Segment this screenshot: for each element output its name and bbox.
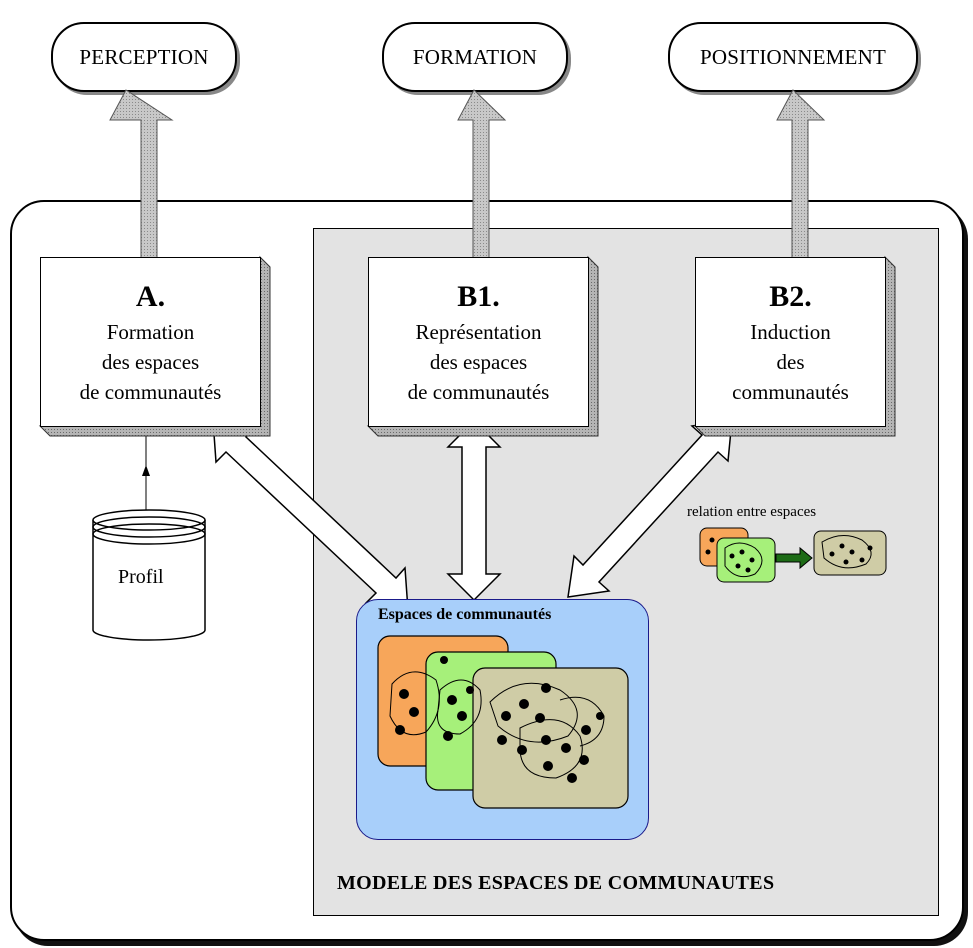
model-label: MODELE DES ESPACES DE COMMUNAUTES (337, 872, 775, 894)
community-title: Espaces de communautés (378, 606, 552, 623)
box-b1-line-2: des espaces (429, 350, 528, 374)
relation-label: relation entre espaces (687, 504, 817, 520)
box-b1-line-1: Représentation (415, 320, 542, 344)
box-b1: B1. Représentation des espaces de commun… (368, 257, 589, 427)
profil-label: Profil (118, 566, 164, 588)
box-b1-line-3: de communautés (407, 380, 550, 404)
formation-label: FORMATION (412, 44, 538, 69)
box-b1-heading: B1. (457, 280, 500, 313)
box-a-line-2: des espaces (101, 350, 200, 374)
positionnement-node: POSITIONNEMENT (668, 22, 918, 92)
box-b2-line-1: Induction (750, 320, 831, 344)
positionnement-label: POSITIONNEMENT (700, 44, 886, 69)
perception-node: PERCEPTION (51, 22, 237, 92)
profil-cylinder (92, 509, 206, 641)
box-b2: B2. Induction des communautés (695, 257, 886, 427)
box-b2-heading: B2. (769, 280, 812, 313)
perception-label: PERCEPTION (79, 44, 209, 69)
box-a-line-3: de communautés (79, 380, 222, 404)
box-a-line-1: Formation (106, 320, 195, 344)
box-a: A. Formation des espaces de communautés (40, 257, 261, 427)
profil-arrowhead (142, 465, 150, 476)
double-arrow-b2 (567, 419, 733, 598)
box-b2-line-3: communautés (732, 380, 849, 404)
box-a-heading: A. (135, 280, 166, 313)
box-b2-line-2: des (776, 350, 805, 374)
relation-diagram (699, 527, 887, 583)
